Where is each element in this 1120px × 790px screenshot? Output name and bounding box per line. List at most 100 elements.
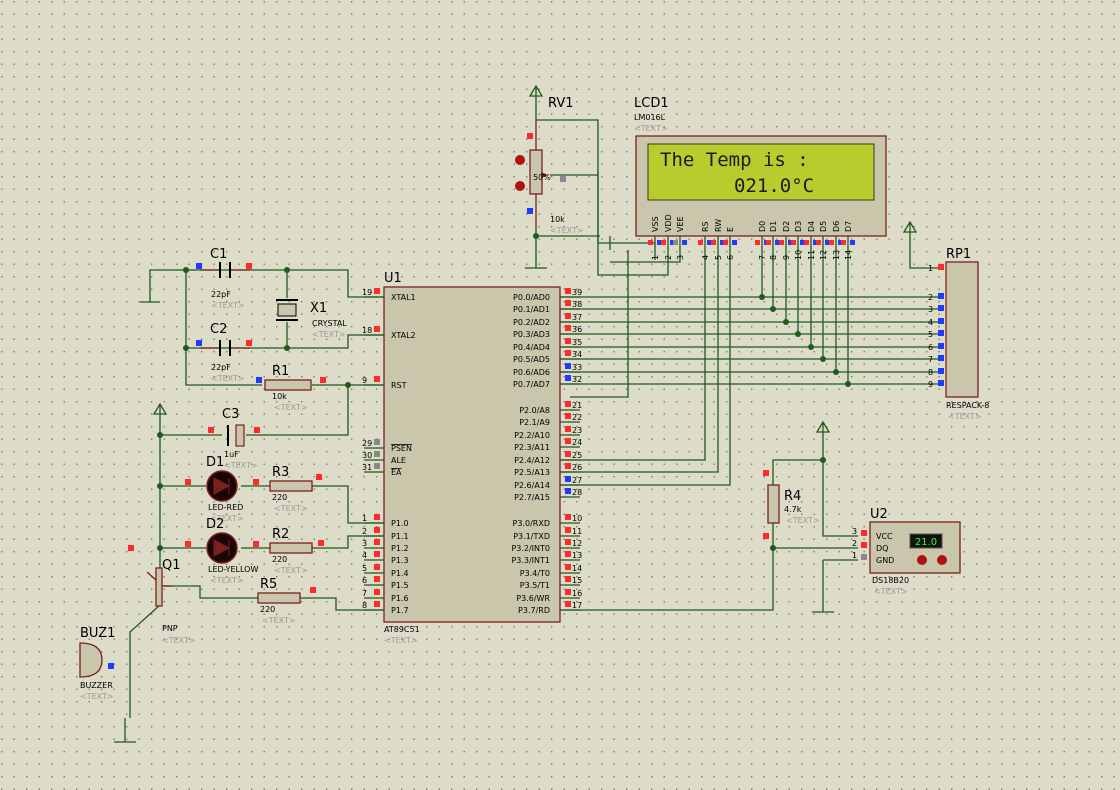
rp1-text: <TEXT> xyxy=(948,412,982,421)
u2-pin-number: 2 xyxy=(852,539,857,548)
u1-pin-number: 15 xyxy=(572,576,582,585)
u1-pin-name: P3.7/RD xyxy=(518,606,550,615)
lcd1-text: <TEXT> xyxy=(634,124,668,133)
resistor-r3[interactable]: R3 220 <TEXT> xyxy=(269,465,322,513)
c3-ref: C3 xyxy=(222,407,239,422)
r2-ref: R2 xyxy=(272,527,289,542)
u1-pin-number: 1 xyxy=(362,514,367,523)
u1-pin-name: P0.4/AD4 xyxy=(513,343,550,352)
lcd-pin-marker xyxy=(825,240,830,245)
lcd-lm016l[interactable]: LCD1 LM016L <TEXT> The Temp is : 021.0°C… xyxy=(634,96,887,260)
u1-pin-number: 21 xyxy=(572,401,582,410)
u1-pin-name: P3.5/T1 xyxy=(520,581,550,590)
u1-pin-marker xyxy=(374,463,380,469)
u2-pin-marker xyxy=(861,542,867,548)
r4-ref: R4 xyxy=(784,489,801,504)
u2-pin-name: DQ xyxy=(876,544,888,553)
u1-pin-marker xyxy=(565,451,571,457)
capacitor-c1[interactable]: C1 22pF <TEXT> xyxy=(196,247,252,310)
u2-display xyxy=(909,533,943,549)
lcd-pin-name: D7 xyxy=(844,221,853,232)
u1-pin-number: 34 xyxy=(572,350,582,359)
u1-pin-name: RST xyxy=(391,381,407,390)
u1-pin-marker xyxy=(565,539,571,545)
rp1-body xyxy=(945,261,979,398)
u1-pin-name: P3.4/T0 xyxy=(520,569,550,578)
lcd-pin-marker xyxy=(707,240,712,245)
d1-ref: D1 xyxy=(206,455,224,470)
u1-pin-marker xyxy=(374,601,380,607)
rv1-ref: RV1 xyxy=(548,96,574,111)
increase-icon[interactable] xyxy=(937,555,947,565)
u1-pin-number: 17 xyxy=(572,601,582,610)
rp1-pin-number: 8 xyxy=(928,368,933,377)
u1-pin-name: P2.2/A10 xyxy=(514,431,550,440)
probe-icon[interactable] xyxy=(515,155,525,165)
r1-value: 10k xyxy=(272,392,287,401)
rp1-pin-number: 3 xyxy=(928,305,933,314)
r4-value: 4.7k xyxy=(784,505,802,514)
resistor-r4[interactable]: R4 4.7k <TEXT> xyxy=(763,470,820,539)
resistor-r5[interactable]: R5 220 <TEXT> xyxy=(257,577,316,625)
lcd-pin-name: D4 xyxy=(807,221,816,232)
buzzer-buz1[interactable]: BUZ1 BUZZER <TEXT> xyxy=(79,626,115,701)
lcd-pin-number: 11 xyxy=(807,250,816,260)
lcd-pins: VSS1VDD2VEE3RS4RW5E6D07D18D29D310D411D51… xyxy=(648,214,855,260)
c1-ref: C1 xyxy=(210,247,227,262)
power-arrow-icon xyxy=(528,84,544,100)
capacitor-c2[interactable]: C2 22pF <TEXT> xyxy=(196,322,252,383)
c1-value: 22pF xyxy=(211,290,231,299)
lcd-pin-marker xyxy=(791,240,796,245)
lcd-pin-name: D5 xyxy=(819,221,828,232)
u1-pin-number: 11 xyxy=(572,527,582,536)
resistor-r1[interactable]: R1 10k <TEXT> xyxy=(256,364,326,412)
lcd-pin-marker xyxy=(804,240,809,245)
lcd-pin-number: 14 xyxy=(844,250,853,260)
probe-icon[interactable] xyxy=(515,181,525,191)
rv1-value: 10k xyxy=(550,215,565,224)
u1-pin-marker xyxy=(565,438,571,444)
lcd-pin-number: 7 xyxy=(758,255,767,260)
microcontroller-u1[interactable]: U1 19XTAL118XTAL29RST29PSEN30ALE31EA1P1.… xyxy=(362,271,582,645)
u1-pin-number: 28 xyxy=(572,488,582,497)
u1-pin-number: 13 xyxy=(572,551,582,560)
u1-right-pins: 39P0.0/AD038P0.1/AD137P0.2/AD236P0.3/AD3… xyxy=(511,288,582,615)
u1-pin-name: P2.5/A13 xyxy=(514,468,550,477)
d1-text: <TEXT> xyxy=(210,514,244,523)
d2-text: <TEXT> xyxy=(210,576,244,585)
u1-pin-number: 18 xyxy=(362,326,372,335)
u1-pin-name: P0.3/AD3 xyxy=(513,330,550,339)
u1-pin-name: EA xyxy=(391,468,402,477)
lcd-pin-marker xyxy=(766,240,771,245)
c3-value: 1uF xyxy=(224,450,239,459)
capacitor-c3[interactable]: C3 1uF <TEXT> xyxy=(208,407,260,470)
led-d2[interactable]: D2 LED-YELLOW <TEXT> xyxy=(185,517,259,585)
lcd-pin-number: 8 xyxy=(769,255,778,260)
crystal-x1[interactable]: X1 CRYSTAL <TEXT> xyxy=(276,299,347,339)
u1-pin-number: 25 xyxy=(572,451,582,460)
potentiometer-rv1[interactable]: 50% RV1 10k <TEXT> xyxy=(515,96,584,235)
resistor-r2[interactable]: R2 220 <TEXT> xyxy=(269,527,324,575)
u1-pin-number: 30 xyxy=(362,451,372,460)
rp1-pin-marker xyxy=(938,318,944,324)
lcd-pin-number: 3 xyxy=(676,255,685,260)
u1-pin-number: 29 xyxy=(362,439,372,448)
lcd-pin-name: D1 xyxy=(769,221,778,232)
u1-pin-marker xyxy=(565,401,571,407)
r5-value: 220 xyxy=(260,605,275,614)
u1-pin-marker xyxy=(565,375,571,381)
u1-pin-name: P2.0/A8 xyxy=(519,406,550,415)
u2-display-value: 21.0 xyxy=(915,537,937,548)
u1-pin-marker xyxy=(565,338,571,344)
u1-pin-number: 10 xyxy=(572,514,582,523)
decrease-icon[interactable] xyxy=(917,555,927,565)
power-arrow-icon xyxy=(152,402,168,418)
transistor-q1[interactable]: Q1 PNP <TEXT> xyxy=(128,545,196,645)
u1-pin-marker xyxy=(565,300,571,306)
led-d1[interactable]: D1 LED-RED <TEXT> xyxy=(185,455,259,523)
rp1-ref: RP1 xyxy=(946,247,971,262)
